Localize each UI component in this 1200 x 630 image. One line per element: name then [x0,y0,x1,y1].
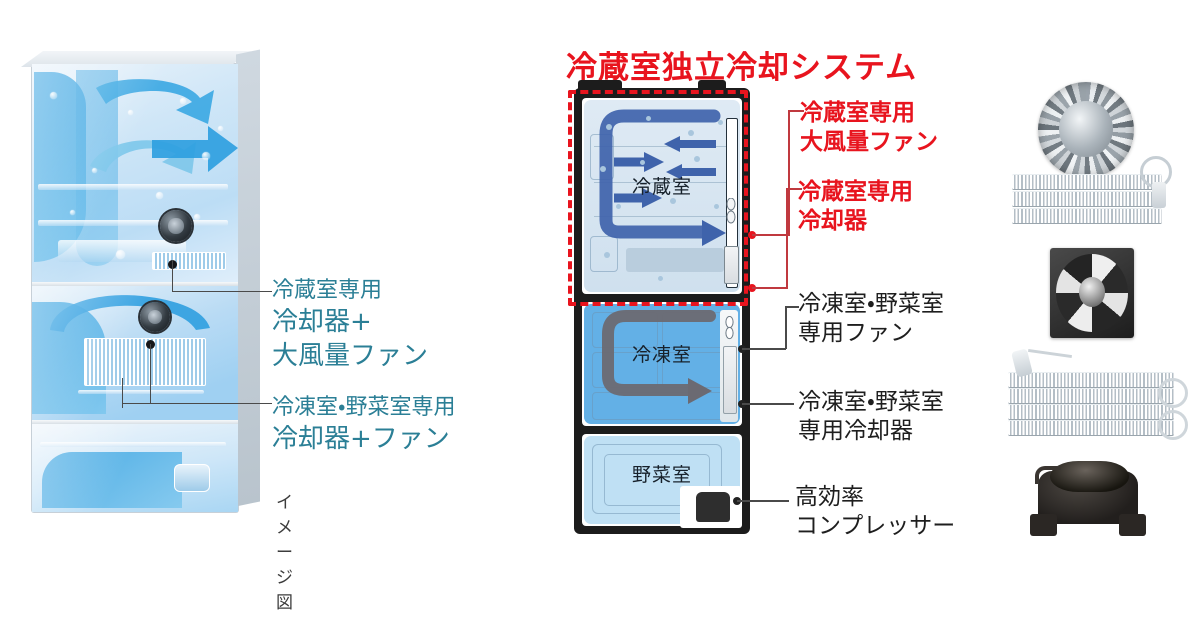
label-line: コンプレッサー [795,513,956,540]
freezer-fan-icon [725,316,734,340]
fridge-airflow-arrows [599,109,726,246]
label-line: 冷蔵室専用 [798,179,913,205]
refrigerator-illustration: イメージ図 [18,48,293,613]
label-line: 大風量ファン [800,129,938,156]
fridge-highlight-box [568,90,748,306]
label-freezer-cooling-unit: 冷凍室・野菜室専用 冷却器+ファン [272,393,455,456]
fridge-fan-icon [726,198,736,224]
compressor-icon [696,492,730,522]
freezer-evaporator-icon [723,346,737,414]
label-line: 専用冷却器 [798,418,913,445]
cooling-system-schematic: 冷蔵室 冷凍室 [560,80,765,536]
illustration-freezer-fan [140,302,170,332]
illustration-freezer-evaporator [84,338,206,386]
schematic-freezer-room: 冷凍室 [584,304,740,424]
fridge-body [20,49,260,512]
schematic-fridge-room: 冷蔵室 [584,100,740,292]
cabinet-hinge-left [578,80,622,92]
page-title: 冷蔵室独立冷却システム [566,50,918,86]
airflow-arrow-top [88,74,218,160]
schematic-room-label-vegetable: 野菜室 [631,464,692,486]
label-line: 冷凍室・野菜室 [798,291,944,317]
centrifugal-fan-photo [1038,82,1134,178]
compressor-photo [1028,452,1148,538]
label-line: 冷凍室・野菜室専用 [272,395,456,420]
label-line: 冷却器+ファン [272,424,450,455]
callout-label-compressor: 高効率 コンプレッサー [795,483,955,542]
label-fridge-cooling-unit: 冷蔵室専用 冷却器+ 大風量ファン [272,276,428,374]
label-line: 大風量ファン [272,341,429,372]
callout-label-freezer-evap: 冷凍室・野菜室 専用冷却器 [798,388,944,447]
label-line: 冷凍室・野菜室 [798,389,944,415]
fridge-side-panel [236,49,260,507]
small-evaporator-photo [1012,156,1172,224]
callout-label-fridge-evap: 冷蔵室専用 冷却器 [798,178,913,237]
fridge-evaporator-icon [724,246,739,284]
illustration-caption: イメージ図 [276,493,294,613]
label-line: 高効率 [795,484,864,510]
freezer-airflow-arrows [602,310,716,404]
illustration-fridge-fan [160,210,192,242]
callout-label-freezer-fan: 冷凍室・野菜室 専用ファン [798,290,944,349]
axial-fan-photo [1050,248,1134,338]
label-line: 冷却器+ [272,307,372,338]
label-line: 専用ファン [798,320,913,347]
illustration-freezer-compartment [32,286,238,420]
illustration-vegetable-compartment [32,424,238,512]
callout-label-fridge-fan: 冷蔵室専用 大風量ファン [800,99,938,158]
freezer-airflow-arrow [46,290,214,336]
schematic-room-label-freezer: 冷凍室 [631,344,692,366]
large-evaporator-photo [1008,348,1188,444]
label-line: 冷蔵室専用 [800,100,915,126]
airflow-arrow-right [150,118,238,182]
illustration-fridge-compartment [32,64,238,282]
label-line: 冷却器 [798,208,867,235]
label-line: 冷蔵室専用 [272,278,383,303]
schematic-room-label-fridge: 冷蔵室 [631,176,692,198]
cabinet-hinge-right [698,80,726,92]
